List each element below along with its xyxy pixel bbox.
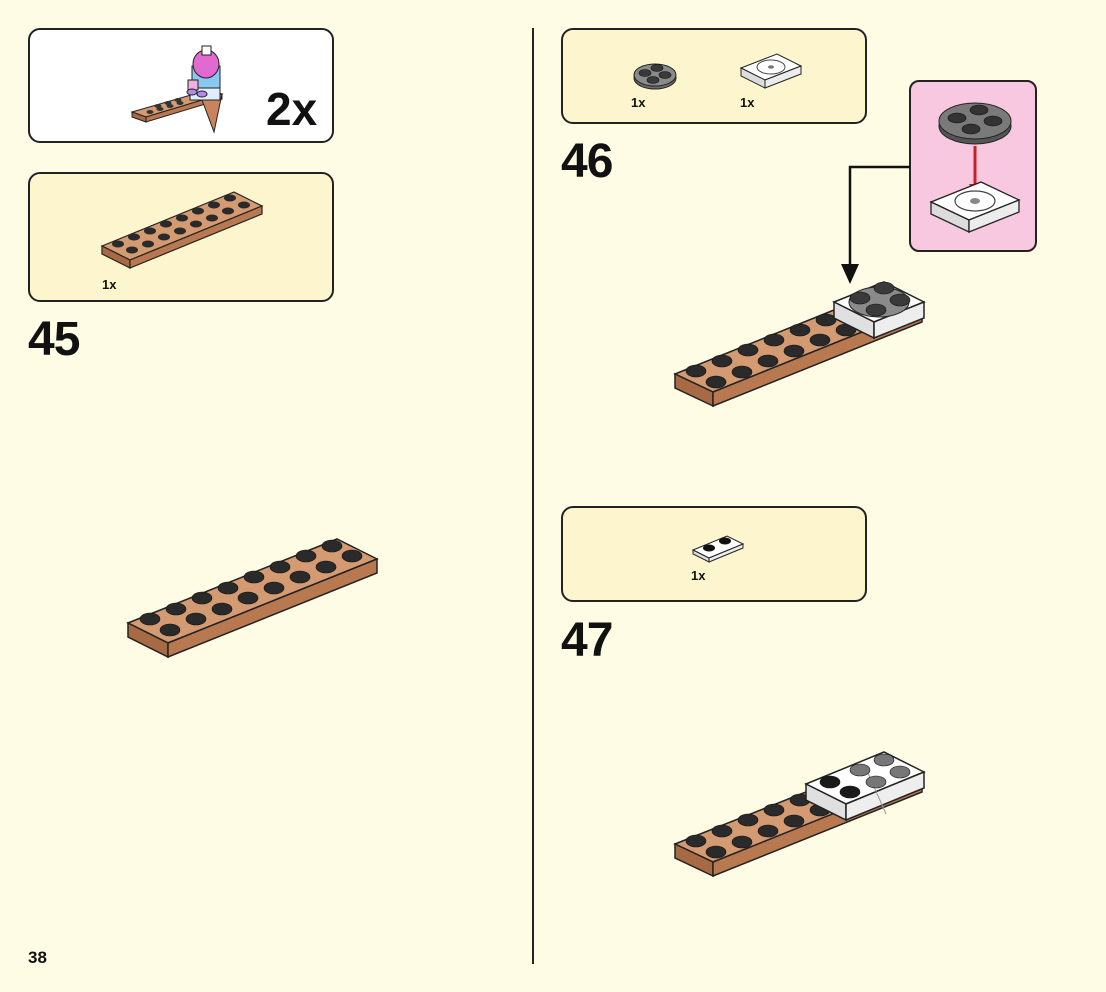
plate-2x8-part-image — [100, 191, 264, 269]
callout-connector-arrow — [841, 165, 910, 284]
step-46-subassembly-callout — [909, 80, 1037, 252]
submodel-callout: 2x — [28, 28, 334, 143]
turntable-base-part-image — [739, 53, 803, 89]
step-46-part2-qty: 1x — [740, 95, 755, 110]
plate-1x2-white-part-image — [691, 535, 745, 563]
step-45-parts-list: 1x — [28, 172, 334, 302]
submodel-multiplier: 2x — [266, 83, 318, 135]
step-46-assembly-image — [673, 281, 926, 408]
step-47-parts-list: 1x — [561, 506, 867, 602]
step-47-number: 47 — [561, 614, 613, 667]
step-47-assembly-image — [673, 751, 926, 878]
step-46-parts-list: 1x 1x — [561, 28, 867, 124]
page-number: 38 — [28, 948, 47, 967]
step-45-part-qty: 1x — [102, 277, 117, 292]
submodel-preview-image — [130, 45, 224, 134]
round-plate-2x2-part-image — [633, 63, 677, 90]
step-45-number: 45 — [28, 313, 80, 366]
subassembly-image — [929, 102, 1021, 234]
step-47-part-qty: 1x — [691, 568, 706, 583]
column-divider — [532, 28, 534, 964]
step-45-assembly-image — [126, 538, 379, 659]
step-46-number: 46 — [561, 135, 613, 188]
step-46-part1-qty: 1x — [631, 95, 646, 110]
